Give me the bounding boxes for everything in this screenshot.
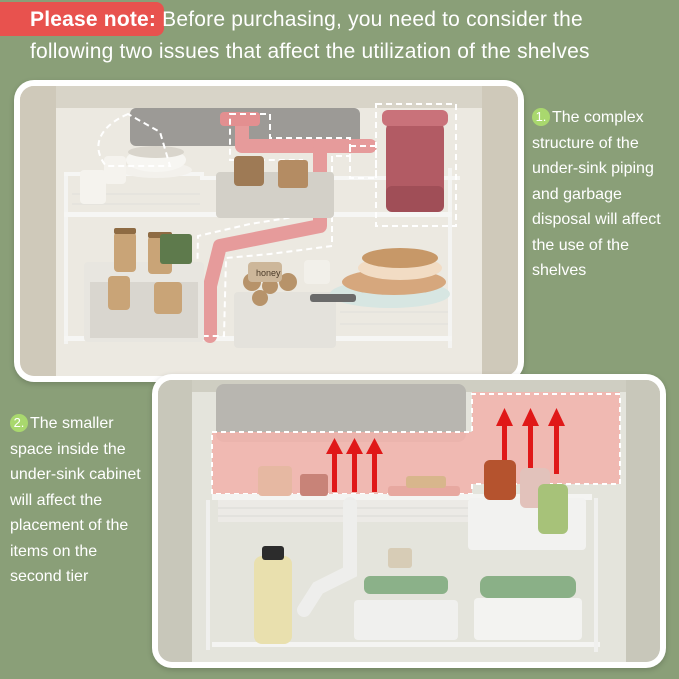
issue-2-caption: 2.The smaller space inside the under-sin… (10, 411, 150, 590)
note-message: Before purchasing, you need to consider … (30, 8, 590, 63)
note-badge (0, 2, 164, 36)
note-label: Please note: (30, 8, 157, 31)
header: Please note: Before purchasing, you need… (0, 0, 679, 76)
honey-label: honey (256, 268, 281, 278)
issue-2-text: The smaller space inside the under-sink … (10, 415, 141, 585)
cabinet-piping-illustration: honey (20, 86, 518, 376)
header-text: Please note: Before purchasing, you need… (30, 4, 670, 68)
issue-1-caption: 1.The complex structure of the under-sin… (532, 105, 677, 284)
issue-2-number: 2. (10, 414, 28, 432)
issue-1-text: The complex structure of the under-sink … (532, 109, 661, 279)
photo-panel-piping: honey (14, 80, 524, 382)
cabinet-space-illustration (158, 380, 660, 662)
issue-1-number: 1. (532, 108, 550, 126)
photo-panel-space (152, 374, 666, 668)
